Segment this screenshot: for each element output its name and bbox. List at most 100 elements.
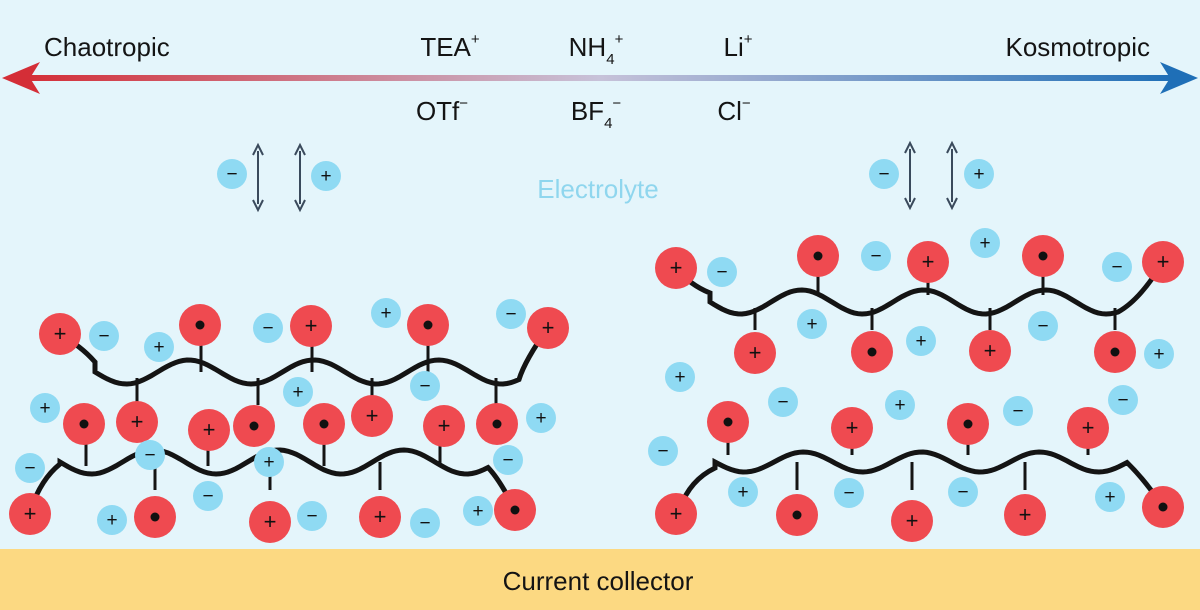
svg-text:+: + xyxy=(894,395,905,416)
svg-text:+: + xyxy=(54,321,67,346)
svg-text:+: + xyxy=(472,501,483,522)
mobile-anion: − xyxy=(493,445,523,475)
mobile-cation: + xyxy=(906,326,936,356)
electrolyte-label: Electrolyte xyxy=(537,174,658,204)
svg-text:+: + xyxy=(106,510,117,531)
svg-text:−: − xyxy=(777,392,788,413)
fixed-cation: + xyxy=(655,247,697,289)
svg-text:−: − xyxy=(144,445,155,466)
svg-text:−: − xyxy=(202,486,213,507)
fixed-radical xyxy=(797,235,839,277)
svg-text:+: + xyxy=(153,337,164,358)
svg-text:−: − xyxy=(1111,257,1122,278)
mobile-cation: + xyxy=(526,403,556,433)
svg-text:+: + xyxy=(670,501,683,526)
fixed-cation: + xyxy=(290,305,332,347)
svg-text:+: + xyxy=(320,166,331,187)
svg-text:−: − xyxy=(843,483,854,504)
fixed-cation: + xyxy=(1004,494,1046,536)
mobile-anion: − xyxy=(1102,252,1132,282)
fixed-radical xyxy=(179,304,221,346)
mobile-anion: − xyxy=(861,241,891,271)
current-collector-label: Current collector xyxy=(503,566,694,596)
svg-text:+: + xyxy=(749,340,762,365)
fixed-cation: + xyxy=(734,332,776,374)
mobile-cation: + xyxy=(30,393,60,423)
mobile-anion: − xyxy=(89,321,119,351)
mobile-cation: + xyxy=(463,496,493,526)
fixed-cation: + xyxy=(527,307,569,349)
svg-text:−: − xyxy=(1012,401,1023,422)
mobile-anion: − xyxy=(297,501,327,531)
fixed-cation: + xyxy=(116,401,158,443)
fixed-radical xyxy=(63,403,105,445)
fixed-cation: + xyxy=(655,493,697,535)
svg-text:+: + xyxy=(846,415,859,440)
svg-text:+: + xyxy=(264,509,277,534)
fixed-cation: + xyxy=(1067,407,1109,449)
fixed-cation: + xyxy=(831,407,873,449)
chaotropic-kosmotropic-scale xyxy=(2,62,1198,94)
fixed-radical xyxy=(851,331,893,373)
mobile-cation: + xyxy=(144,332,174,362)
scale-arrowhead-right xyxy=(1160,62,1198,94)
fixed-radical xyxy=(707,401,749,443)
mobile-anion: − xyxy=(1108,385,1138,415)
mobile-cation: + xyxy=(311,161,341,191)
svg-text:+: + xyxy=(380,303,391,324)
anion-chloride: Cl− xyxy=(717,95,751,126)
svg-text:+: + xyxy=(24,501,37,526)
svg-text:+: + xyxy=(979,233,990,254)
fixed-cation: + xyxy=(423,405,465,447)
svg-text:+: + xyxy=(915,331,926,352)
mobile-cation: + xyxy=(665,362,695,392)
ion-exchange-arrows xyxy=(252,140,958,213)
svg-text:+: + xyxy=(806,314,817,335)
mobile-cation: + xyxy=(797,309,827,339)
mobile-anion: − xyxy=(648,436,678,466)
kosmotropic-label: Kosmotropic xyxy=(1006,32,1151,62)
fixed-radical xyxy=(494,489,536,531)
svg-text:+: + xyxy=(1157,249,1170,274)
svg-text:−: − xyxy=(306,506,317,527)
scale-bar xyxy=(24,75,1174,81)
double-arrow xyxy=(252,142,264,213)
svg-text:−: − xyxy=(24,458,35,479)
mobile-anion: − xyxy=(193,481,223,511)
svg-text:+: + xyxy=(1019,502,1032,527)
svg-text:+: + xyxy=(984,338,997,363)
svg-text:+: + xyxy=(542,315,555,340)
svg-text:+: + xyxy=(973,164,984,185)
fixed-radical xyxy=(233,405,275,447)
mobile-anion: − xyxy=(217,159,247,189)
mobile-anion: − xyxy=(768,387,798,417)
fixed-cation: + xyxy=(907,241,949,283)
mobile-anion: − xyxy=(948,477,978,507)
svg-text:−: − xyxy=(419,376,430,397)
fixed-cation: + xyxy=(249,501,291,543)
mobile-anion: − xyxy=(1028,311,1058,341)
svg-text:+: + xyxy=(203,417,216,442)
svg-text:−: − xyxy=(716,262,727,283)
fixed-radical xyxy=(947,403,989,445)
anion-triflate: OTf− xyxy=(416,95,468,126)
svg-text:+: + xyxy=(438,413,451,438)
double-arrow xyxy=(294,142,306,213)
svg-text:+: + xyxy=(737,482,748,503)
chaotropic-label: Chaotropic xyxy=(44,32,170,62)
svg-text:+: + xyxy=(1153,344,1164,365)
fixed-cation: + xyxy=(1142,241,1184,283)
ions: −+−+++++++++++−+−+−++−+−+−−−+−−+++++++++… xyxy=(9,159,1184,543)
svg-text:−: − xyxy=(98,326,109,347)
anion-tetrafluoroborate: BF4− xyxy=(571,95,622,132)
fixed-cation: + xyxy=(969,330,1011,372)
svg-text:+: + xyxy=(263,452,274,473)
polymer-chains xyxy=(27,259,1166,515)
mobile-cation: + xyxy=(283,377,313,407)
fixed-cation: + xyxy=(891,500,933,542)
mobile-anion: − xyxy=(707,257,737,287)
scale-arrowhead-left xyxy=(2,62,40,94)
double-arrow xyxy=(904,140,916,211)
